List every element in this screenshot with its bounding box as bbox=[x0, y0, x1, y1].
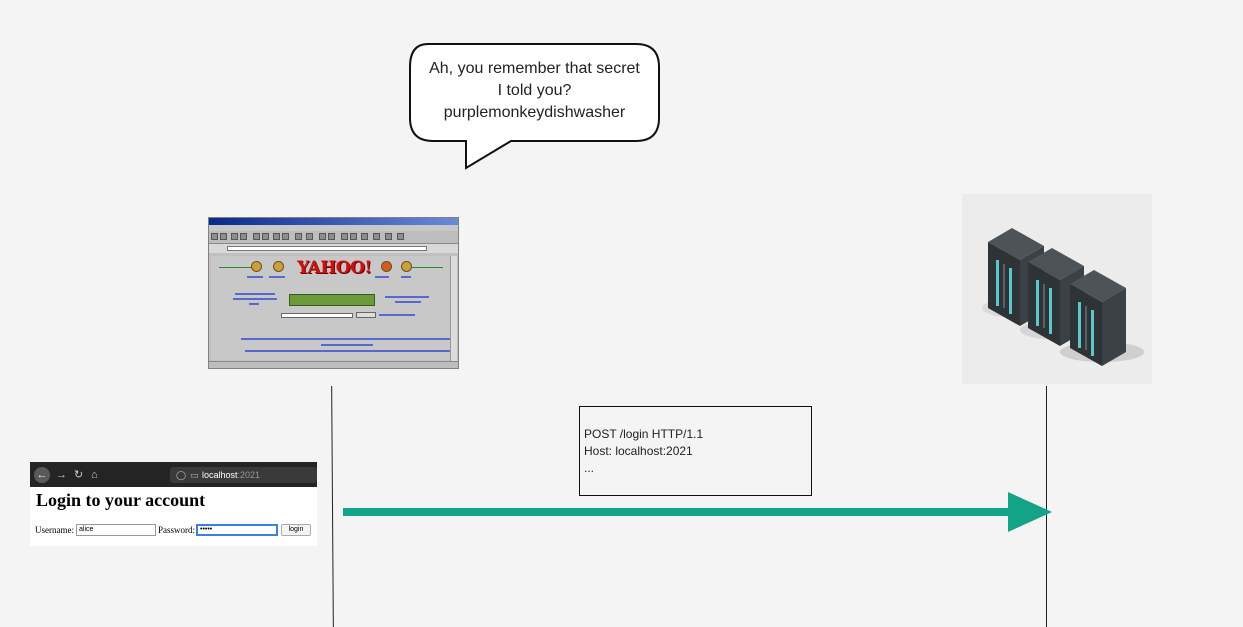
retro-browser-screenshot: YAHOO! bbox=[208, 217, 459, 369]
speech-bubble bbox=[409, 43, 660, 170]
retro-page-content: YAHOO! bbox=[211, 256, 452, 360]
username-label: Username: bbox=[35, 525, 74, 535]
url-host: localhost bbox=[202, 470, 238, 480]
password-label: Password: bbox=[158, 525, 196, 535]
url-text: localhost:2021 bbox=[202, 467, 260, 483]
retro-scrollbar bbox=[450, 256, 457, 362]
request-line: POST /login HTTP/1.1 bbox=[584, 427, 704, 441]
back-arrow-icon[interactable]: ← bbox=[34, 467, 50, 483]
yahoo-search-box bbox=[281, 313, 353, 318]
retro-address-bar bbox=[209, 244, 458, 253]
request-line: ... bbox=[584, 461, 595, 475]
password-input[interactable]: ••••• bbox=[196, 524, 278, 536]
yahoo-search-button bbox=[356, 312, 376, 318]
retro-titlebar bbox=[209, 218, 458, 225]
login-button[interactable]: login bbox=[281, 524, 311, 536]
shield-icon: ◯ bbox=[176, 470, 187, 480]
retro-toolbar bbox=[209, 231, 458, 244]
page-icon: ▭ bbox=[190, 470, 199, 480]
retro-statusbar bbox=[209, 361, 458, 368]
yahoo-logo: YAHOO! bbox=[297, 258, 372, 278]
yahoo-mail-banner bbox=[289, 294, 375, 306]
speech-line: purplemonkeydishwasher bbox=[443, 104, 626, 121]
login-form: Username: alice Password: ••••• login bbox=[35, 524, 315, 538]
speech-bubble-text: Ah, you remember that secret I told you?… bbox=[412, 58, 657, 124]
request-arrow bbox=[343, 492, 1052, 532]
speech-line: Ah, you remember that secret bbox=[429, 60, 640, 77]
username-input[interactable]: alice bbox=[76, 524, 156, 536]
url-port: :2021 bbox=[237, 470, 261, 480]
login-heading: Login to your account bbox=[36, 490, 206, 510]
browser-toolbar: ← → ↻ ⌂ ◯ ▭ localhost:2021 bbox=[30, 462, 317, 487]
server-lifeline bbox=[1046, 386, 1047, 627]
client-lifeline bbox=[331, 386, 334, 627]
speech-line: I told you? bbox=[497, 82, 572, 99]
server-rack-icon bbox=[982, 228, 1144, 366]
retro-menubar bbox=[209, 225, 458, 231]
request-line: Host: localhost:2021 bbox=[584, 444, 693, 458]
http-request-box: POST /login HTTP/1.1 Host: localhost:202… bbox=[579, 406, 812, 496]
reload-icon[interactable]: ↻ bbox=[74, 469, 84, 481]
address-bar[interactable]: ◯ ▭ localhost:2021 bbox=[170, 467, 317, 483]
login-browser-window: ← → ↻ ⌂ ◯ ▭ localhost:2021 Login to your… bbox=[30, 462, 317, 546]
home-icon[interactable]: ⌂ bbox=[91, 469, 98, 481]
forward-arrow-icon[interactable]: → bbox=[56, 469, 67, 481]
